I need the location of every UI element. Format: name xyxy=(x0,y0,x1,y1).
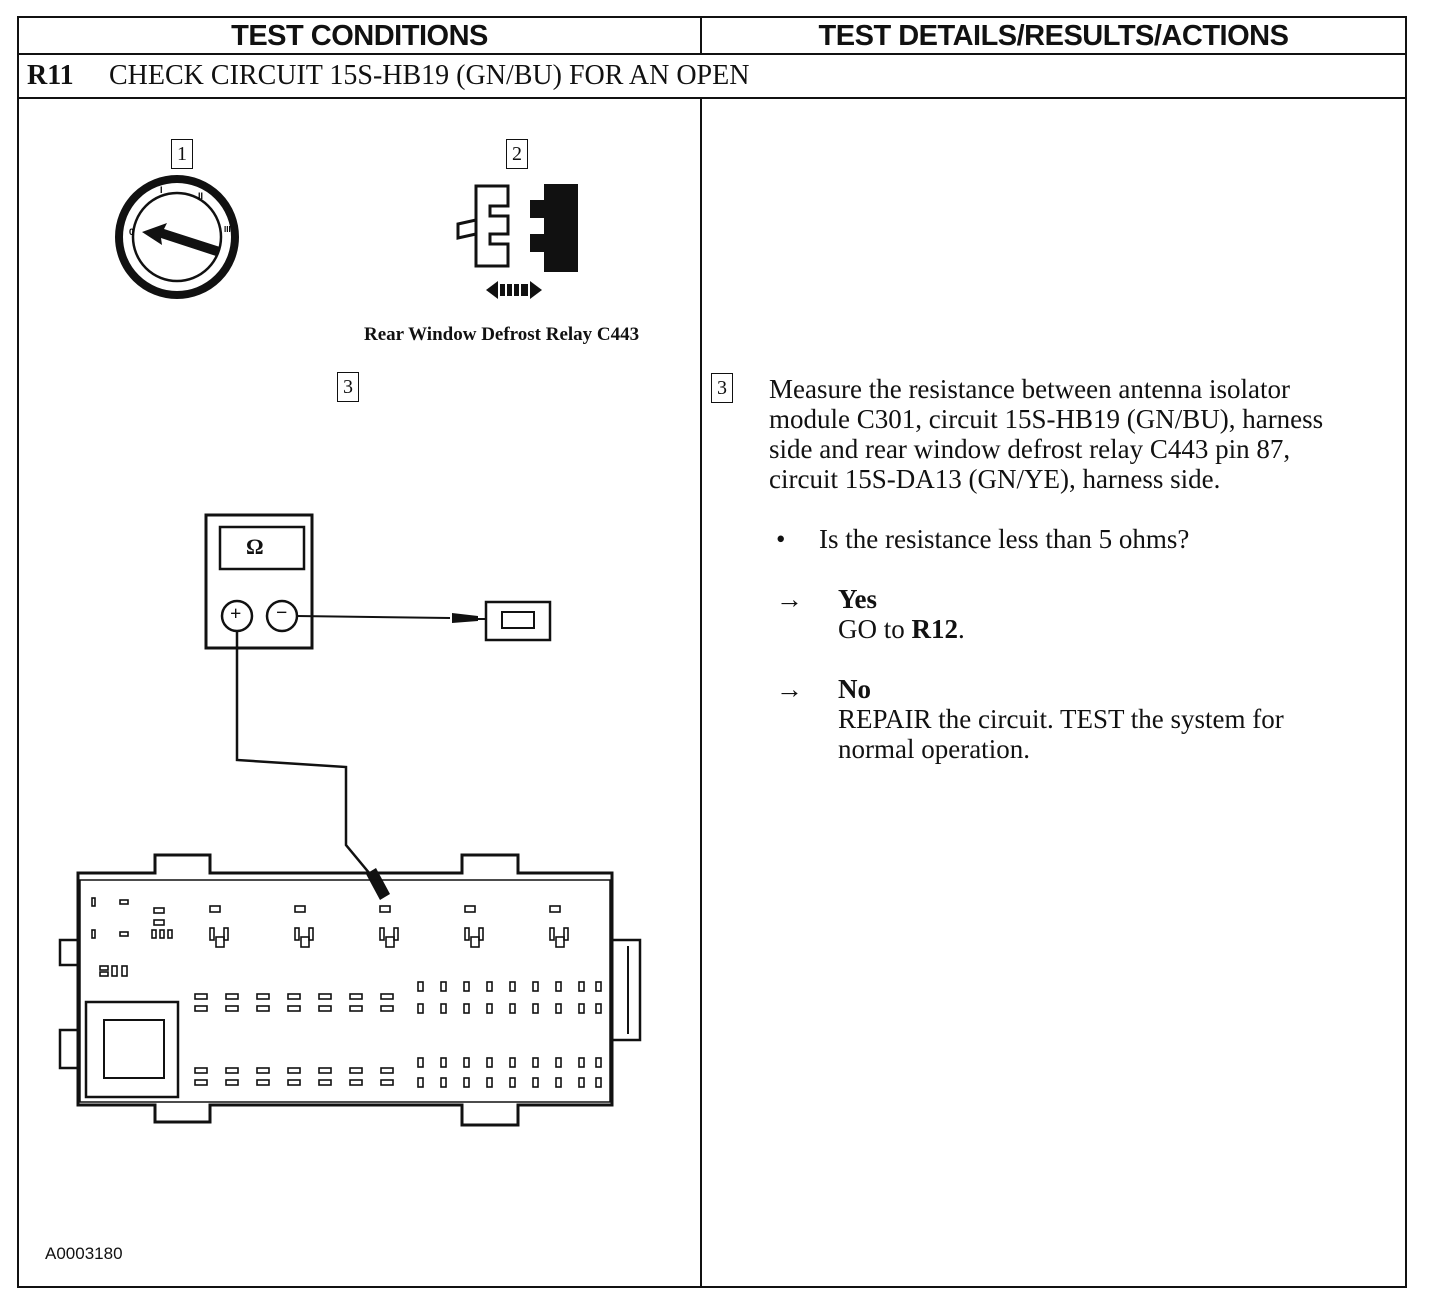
header-test-details: TEST DETAILS/RESULTS/ACTIONS xyxy=(702,18,1405,55)
instruction-line: circuit 15S-DA13 (GN/YE), harness side. xyxy=(769,464,1221,494)
no-action-line: REPAIR the circuit. TEST the system for xyxy=(838,704,1284,734)
instruction-line: Measure the resistance between antenna i… xyxy=(769,374,1291,404)
relay-connector-icon xyxy=(456,184,578,299)
meter-minus-terminal: − xyxy=(276,602,288,624)
step-title-row: R11 CHECK CIRCUIT 15S-HB19 (GN/BU) FOR A… xyxy=(19,55,1405,99)
question-text: Is the resistance less than 5 ohms? xyxy=(819,524,1190,554)
ignition-mark-3: III xyxy=(224,225,231,234)
header-test-conditions: TEST CONDITIONS xyxy=(19,18,702,55)
details-callout-3: 3 xyxy=(711,373,733,403)
column-divider xyxy=(700,99,702,1288)
instruction-line: module C301, circuit 15S-HB19 (GN/BU), h… xyxy=(769,404,1324,434)
callout-3: 3 xyxy=(337,372,359,402)
no-action-line: normal operation. xyxy=(838,734,1030,764)
callout-2: 2 xyxy=(506,139,528,169)
meter-ohm-symbol: Ω xyxy=(246,534,264,559)
step-title: CHECK CIRCUIT 15S-HB19 (GN/BU) FOR AN OP… xyxy=(109,60,750,91)
figure-reference: A0003180 xyxy=(45,1244,123,1263)
yes-action-target[interactable]: R12 xyxy=(911,614,959,644)
callout-1: 1 xyxy=(171,139,193,169)
no-label: No xyxy=(838,674,871,704)
step-code: R11 xyxy=(27,60,74,91)
question-bullet: • xyxy=(776,524,786,554)
multimeter-diagram xyxy=(58,513,642,1127)
yes-arrow: → xyxy=(776,584,803,614)
ignition-mark-1: I xyxy=(160,185,163,195)
instruction-line: side and rear window defrost relay C443 … xyxy=(769,434,1291,464)
yes-label: Yes xyxy=(838,584,877,614)
no-arrow: → xyxy=(776,674,803,704)
ignition-switch-icon: 0 I II III xyxy=(115,175,239,299)
no-action: REPAIR the circuit. TEST the system for … xyxy=(838,704,1284,764)
ignition-mark-2: II xyxy=(198,191,203,201)
procedure-table: TEST CONDITIONS TEST DETAILS/RESULTS/ACT… xyxy=(17,16,1407,1288)
ignition-mark-0: 0 xyxy=(129,227,134,237)
yes-action-suffix: . xyxy=(958,614,965,644)
yes-action: GO to R12. xyxy=(838,614,965,644)
yes-action-prefix: GO to xyxy=(838,614,912,644)
relay-caption: Rear Window Defrost Relay C443 xyxy=(364,324,640,345)
instruction-text: Measure the resistance between antenna i… xyxy=(769,374,1323,494)
meter-plus-terminal: + xyxy=(230,603,242,625)
